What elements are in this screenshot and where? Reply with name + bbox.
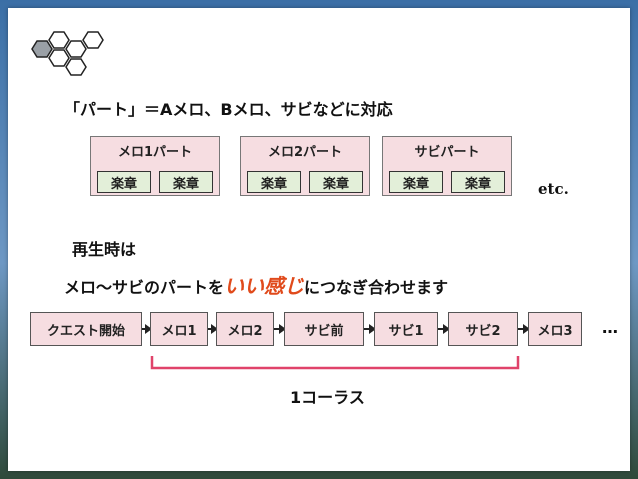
movement-chip: 楽章 xyxy=(389,171,443,193)
movement-chip: 楽章 xyxy=(451,171,505,193)
flow-arrow xyxy=(364,324,376,334)
hexagon-logo-icon xyxy=(31,31,104,76)
part-title: サビパート xyxy=(414,145,480,160)
part-title: メロ1パート xyxy=(117,145,193,160)
etc-label: etc. xyxy=(538,180,569,198)
chorus-label: 1コーラス xyxy=(290,388,365,407)
flow-arrow xyxy=(208,324,218,334)
playback-label: 再生時は xyxy=(72,240,137,259)
flow-arrow xyxy=(142,324,152,334)
flow-step-quest-start: クエスト開始 xyxy=(30,312,142,346)
connect-sentence: メロ～サビのパートをいい感じにつなぎ合わせます xyxy=(64,270,448,299)
connect-suffix: につなぎ合わせます xyxy=(304,278,449,297)
flow-arrow xyxy=(518,324,530,334)
flow-step-sabi1: サビ1 xyxy=(374,312,438,346)
part-title: メロ2パート xyxy=(267,145,343,160)
connect-prefix: メロ～サビのパートを xyxy=(64,278,225,297)
headline: 「パート」＝Aメロ、Bメロ、サビなどに対応 xyxy=(64,100,393,119)
movement-chip: 楽章 xyxy=(309,171,363,193)
part-box-melo2: メロ2パート 楽章 楽章 xyxy=(240,136,370,196)
connect-highlight: いい感じ xyxy=(224,274,305,298)
flow-step-melo1: メロ1 xyxy=(150,312,208,346)
flow-ellipsis: … xyxy=(602,318,618,337)
chorus-bracket xyxy=(150,356,520,370)
flow-step-sabi2: サビ2 xyxy=(448,312,518,346)
part-box-sabi: サビパート 楽章 楽章 xyxy=(382,136,512,196)
part-box-melo1: メロ1パート 楽章 楽章 xyxy=(90,136,220,196)
movement-chip: 楽章 xyxy=(97,171,151,193)
flow-step-melo3: メロ3 xyxy=(528,312,582,346)
flow-arrow xyxy=(274,324,286,334)
flow-step-pre-sabi: サビ前 xyxy=(284,312,364,346)
movement-chip: 楽章 xyxy=(159,171,213,193)
flow-step-melo2: メロ2 xyxy=(216,312,274,346)
slide: 「パート」＝Aメロ、Bメロ、サビなどに対応 メロ1パート 楽章 楽章 メロ2パー… xyxy=(8,8,630,471)
flow-arrow xyxy=(438,324,450,334)
movement-chip: 楽章 xyxy=(247,171,301,193)
